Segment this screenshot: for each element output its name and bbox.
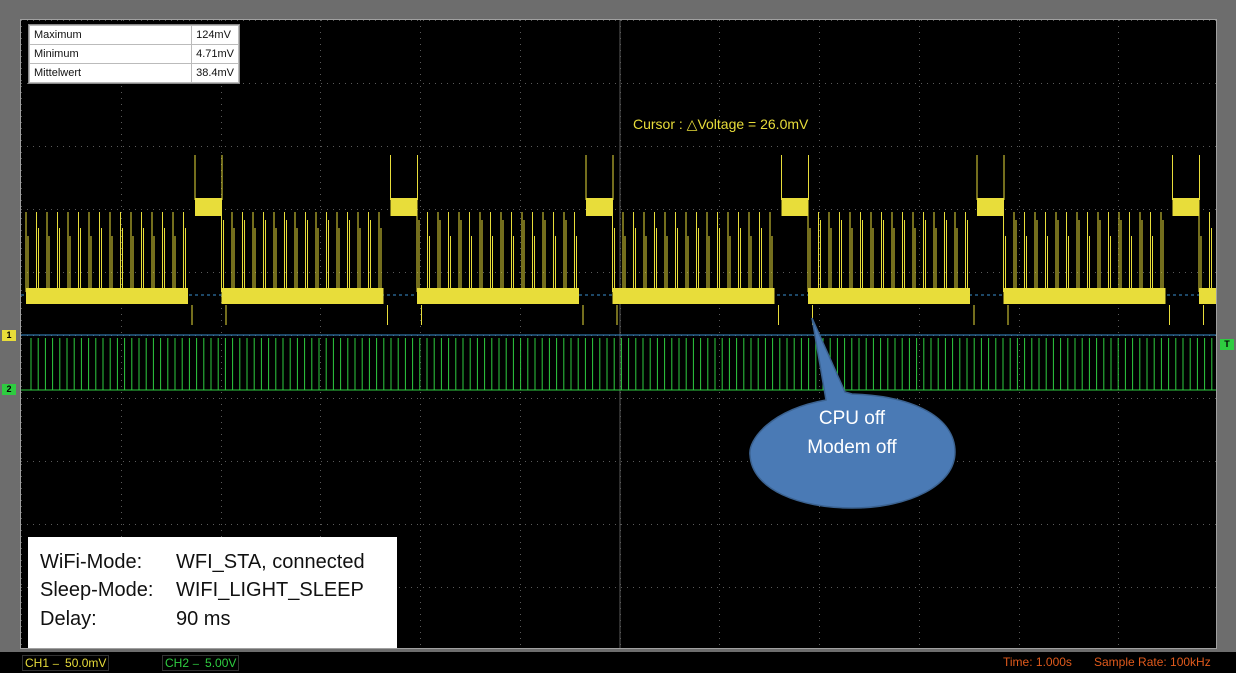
ch2-scale-status[interactable]: CH2 --- 5.00V [162,655,240,671]
ch2-scale: 5.00V [205,656,237,670]
callout-text: CPU off Modem off [752,404,952,462]
ch1-level-marker[interactable]: 1 [2,330,16,341]
ch1-waveform-band [26,198,1216,304]
measurement-value: 4.71mV [191,44,239,64]
ch2-level-marker[interactable]: 2 [2,384,16,395]
ch1-scale: 50.0mV [65,656,107,670]
callout-line: CPU off [818,408,886,429]
measurement-row: Maximum 124mV [28,25,239,45]
measurement-value: 124mV [191,25,239,45]
ch2-label: CH2 [165,656,190,670]
info-key: Delay: [40,608,97,630]
cursor-readout: Cursor : △Voltage = 26.0mV [633,116,809,132]
sample-rate-status[interactable]: Sample Rate: 100kHz [1094,655,1211,669]
info-panel: WiFi-Mode: WFI_STA, connected Sleep-Mode:… [28,537,397,648]
info-value: 90 ms [176,608,231,630]
info-value: WFI_STA, connected [176,551,365,573]
timebase-status[interactable]: Time: 1.000s [1003,655,1072,669]
dc-coupling-icon: --- [52,659,59,669]
info-key: WiFi-Mode: [40,551,143,573]
measurement-row: Mittelwert 38.4mV [28,63,239,83]
info-value: WIFI_LIGHT_SLEEP [176,579,364,601]
measurement-value: 38.4mV [191,63,239,83]
info-row-wifi-mode: WiFi-Mode: WFI_STA, connected [40,551,365,574]
measurement-table: Maximum 124mV Minimum 4.71mV Mittelwert … [28,24,240,84]
measurement-label: Maximum [28,25,193,45]
info-row-sleep-mode: Sleep-Mode: WIFI_LIGHT_SLEEP [40,579,364,602]
info-key: Sleep-Mode: [40,579,154,601]
info-row-delay: Delay: 90 ms [40,608,230,631]
ch1-scale-status[interactable]: CH1 --- 50.0mV [22,655,110,671]
trigger-level-marker[interactable]: T [1220,339,1234,350]
scope-display[interactable]: Maximum 124mV Minimum 4.71mV Mittelwert … [20,19,1217,649]
measurement-label: Mittelwert [28,63,193,83]
dc-coupling-icon: --- [192,659,199,669]
ch1-label: CH1 [25,656,50,670]
callout-line: Modem off [807,437,897,458]
ch1-waveform [25,155,1212,325]
status-bar: CH1 --- 50.0mV CH2 --- 5.00V Time: 1.000… [0,652,1236,673]
measurement-row: Minimum 4.71mV [28,44,239,64]
